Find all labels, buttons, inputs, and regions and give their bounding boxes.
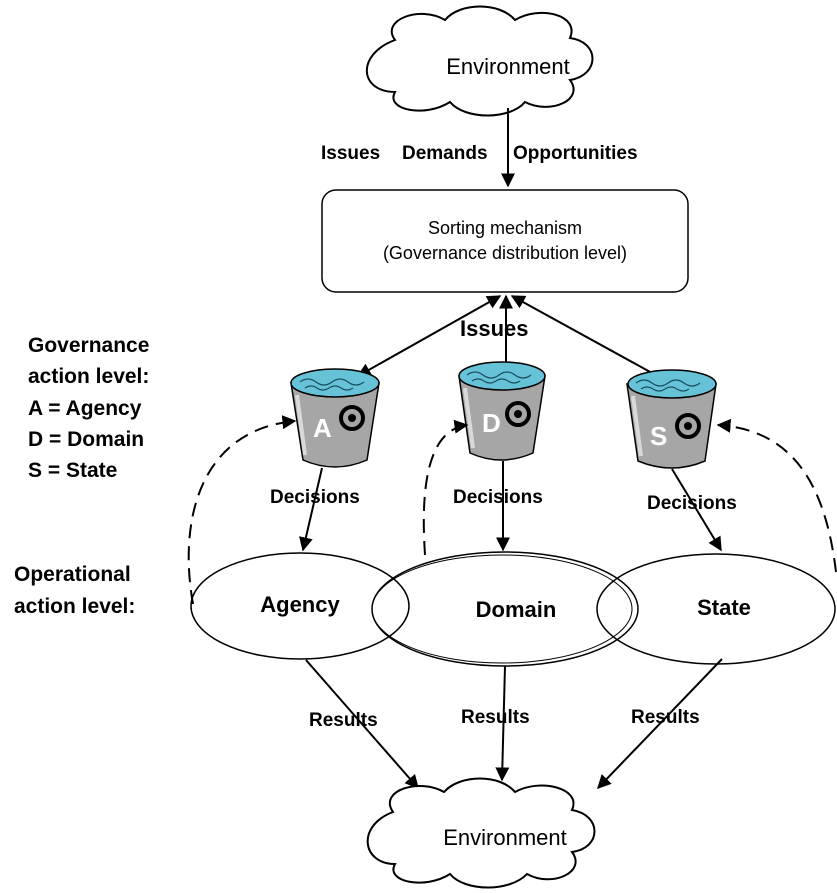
ellipse-agency [190,552,410,660]
environment-bottom-label: Environment [443,825,567,850]
arrow-decisions-agency [299,467,323,552]
bucket-state [626,369,717,469]
decisions-label-domain: Decisions [453,487,543,508]
feedback-arrow-domain [422,419,469,556]
cloud-bottom [366,777,596,889]
arrow-decisions-state [671,468,722,552]
bucket-agency-letter: A [313,413,332,443]
governance-agency: A = Agency [28,397,142,420]
operational-line2: action level: [14,595,135,618]
sorting-line2: (Governance distribution level) [383,243,627,263]
sorting-line1: Sorting mechanism [428,218,582,238]
governance-line2: action level: [28,365,149,388]
arrow-results-state [597,658,723,790]
cloud-top [365,5,594,117]
bucket-domain [458,361,546,461]
operational-line1: Operational [14,563,131,586]
ellipse-domain-inner [371,554,633,664]
input-issues-label: Issues [321,143,380,164]
governance-domain: D = Domain [28,428,144,451]
governance-state: S = State [28,459,117,482]
issues-label: Issues [460,316,529,341]
arrow-results-domain [495,665,510,782]
feedback-arrow-state [716,418,837,573]
environment-top-label: Environment [446,54,570,79]
bucket-agency [290,368,380,468]
sorting-mechanism-box [321,189,689,293]
decisions-label-state: Decisions [647,493,737,514]
decisions-label-agency: Decisions [270,487,360,508]
arrow-sorting-agency-bucket [356,295,502,377]
ellipse-state-label: State [697,595,751,620]
arrow-sorting-state-bucket [510,295,674,385]
input-opportunities-label: Opportunities [513,143,638,164]
input-demands-label: Demands [402,143,488,164]
ellipse-agency-label: Agency [260,592,340,617]
results-label-agency: Results [309,710,378,731]
results-label-domain: Results [461,707,530,728]
bucket-domain-letter: D [482,408,501,438]
feedback-arrow-agency [187,415,297,605]
governance-line1: Governance [28,334,149,357]
arrow-results-agency [305,659,419,790]
ellipse-domain-label: Domain [476,597,557,622]
bucket-state-letter: S [650,421,667,451]
results-label-state: Results [631,707,700,728]
